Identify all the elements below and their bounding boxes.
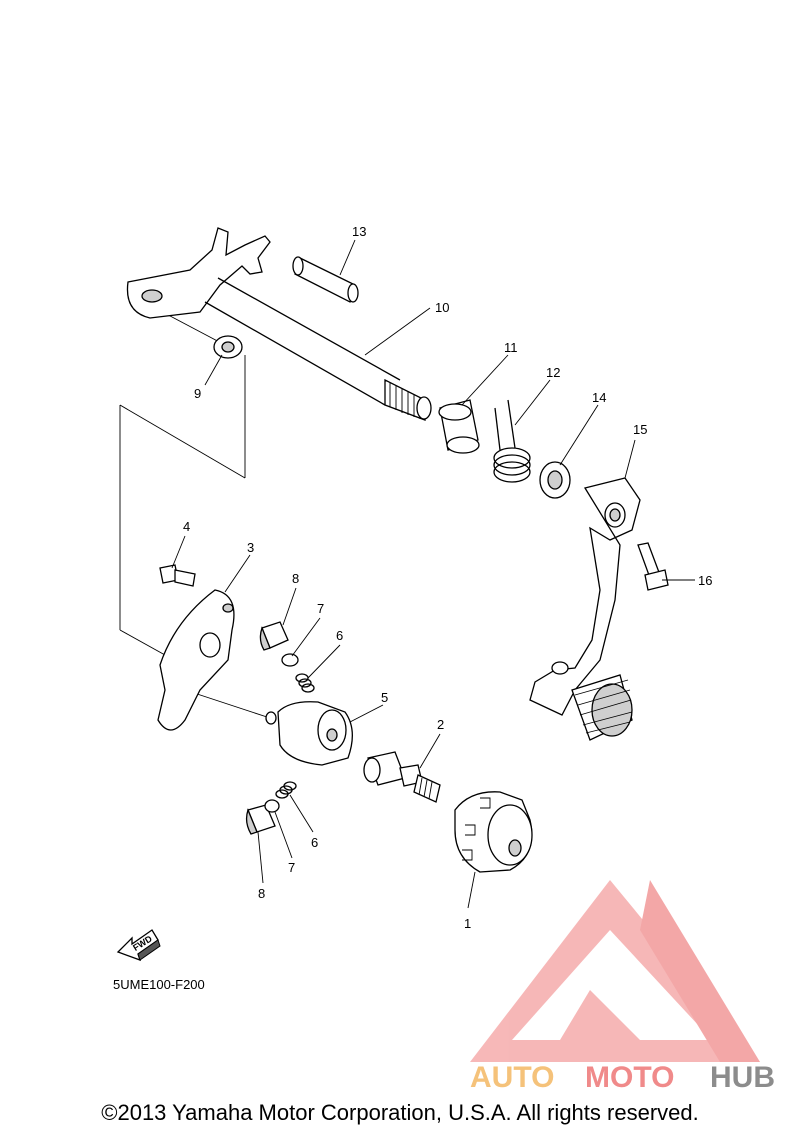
callout-7-lower: 7 [288,860,295,875]
callout-16: 16 [698,573,712,588]
callout-9: 9 [194,386,201,401]
segment-part-5 [265,701,353,766]
shift-pedal-part-15 [529,477,641,741]
spring-part-6-upper [295,673,315,693]
bolt-part-16 [637,542,669,591]
callout-14: 14 [592,390,606,405]
reference-lines [119,307,271,719]
watermark-text-hub: HUB [710,1061,775,1094]
fwd-arrow-icon [116,929,161,962]
callout-15: 15 [633,422,647,437]
callout-7-upper: 7 [317,601,324,616]
shift-shaft-part-10 [126,227,432,421]
callout-6-upper: 6 [336,628,343,643]
diagram-code: 5UME100-F200 [113,977,205,992]
callout-13: 13 [352,224,366,239]
callout-8-lower: 8 [258,886,265,901]
watermark-logo [470,880,760,1062]
callout-5: 5 [381,690,388,705]
pin-part-7-upper [281,653,299,667]
callout-4: 4 [183,519,190,534]
callout-1: 1 [464,916,471,931]
callout-11: 11 [504,340,518,355]
watermark-text-auto: AUTO [470,1061,554,1094]
bolt-part-4 [159,564,196,587]
leader-lines [171,239,695,909]
spring-part-6-lower [275,781,297,799]
callout-10: 10 [435,300,449,315]
pin-part-7-lower [264,799,280,813]
callout-3: 3 [247,540,254,555]
pin-part-13 [292,256,359,303]
shift-drum-cam-part-1 [454,791,533,873]
collar-part-11 [438,399,480,454]
copyright-notice: ©2013 Yamaha Motor Corporation, U.S.A. A… [101,1100,699,1125]
callout-12: 12 [546,365,560,380]
watermark-text-moto: MOTO [585,1061,674,1094]
torsion-spring-part-12 [493,399,531,483]
bolt-part-2 [363,751,441,803]
callout-6-lower: 6 [311,835,318,850]
callout-2: 2 [437,717,444,732]
pawl-part-8-upper [259,621,289,651]
oil-seal-part-9 [213,335,243,359]
callout-8-upper: 8 [292,571,299,586]
washer-part-14 [539,461,571,499]
stopper-lever-part-3 [157,589,235,731]
